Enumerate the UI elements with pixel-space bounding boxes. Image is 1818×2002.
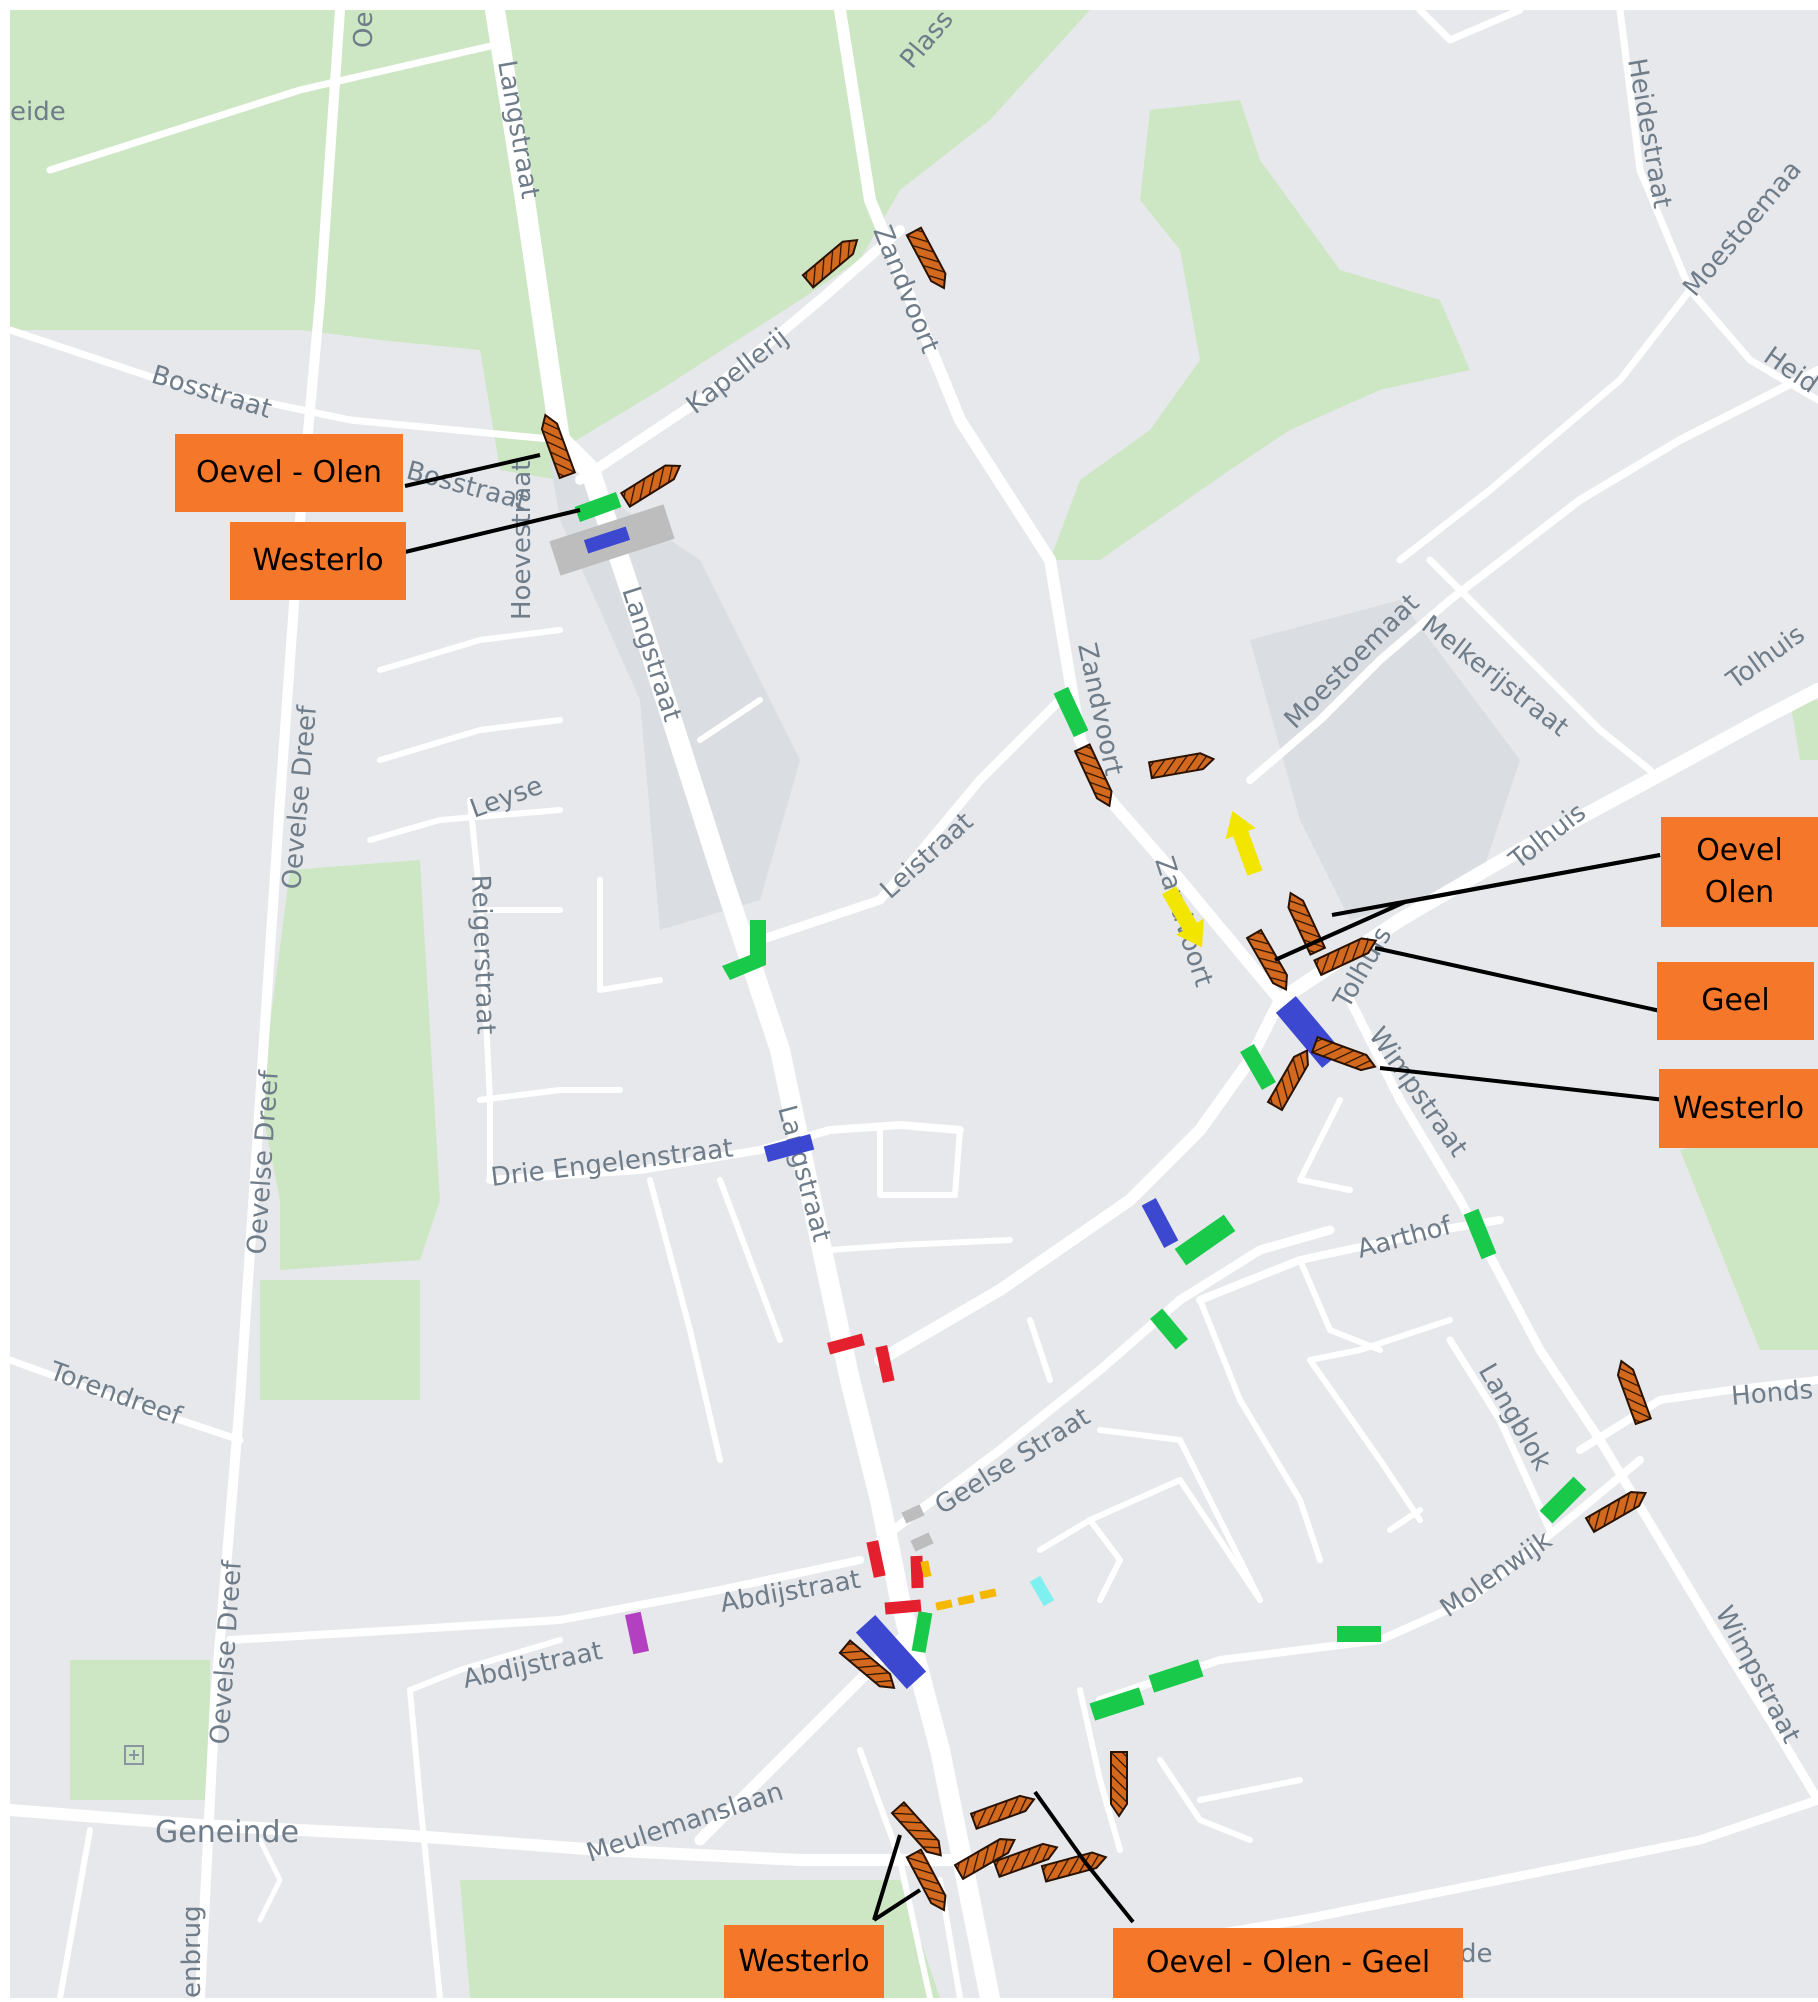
callout-leader-lines bbox=[404, 453, 1666, 1924]
poi-icon bbox=[124, 1745, 144, 1765]
street-label: Oe bbox=[349, 12, 379, 48]
callout-westerlo-s: Westerlo bbox=[724, 1925, 884, 1998]
callout-label: Oevel - Olen - Geel bbox=[1145, 1945, 1431, 1980]
blue-marker bbox=[583, 526, 631, 554]
red-markers bbox=[827, 1333, 924, 1615]
street-label: Hoevestraat bbox=[507, 461, 537, 620]
callout-label: Olen bbox=[1704, 875, 1775, 910]
street-label: de bbox=[1460, 1939, 1493, 1969]
street-label: enbrug bbox=[177, 1905, 207, 1998]
callout-label: Westerlo bbox=[738, 1943, 870, 1979]
callout-label: Oevel - Olen bbox=[196, 455, 382, 490]
callout-label: Geel bbox=[1701, 983, 1770, 1018]
yellow-arrow-icons bbox=[1162, 811, 1263, 948]
street-label: Honds bbox=[1730, 1375, 1814, 1412]
urban-blocks bbox=[550, 460, 1520, 930]
callout-label: Oevel bbox=[1696, 833, 1783, 868]
green-areas bbox=[10, 10, 1818, 1998]
street-label: eide bbox=[10, 97, 66, 127]
callout-oevel-olen-nw: Oevel - Olen bbox=[175, 434, 403, 512]
purple-marker bbox=[625, 1611, 649, 1655]
callout-label: Westerlo bbox=[1672, 1090, 1805, 1126]
callout-geel-e: Geel bbox=[1657, 962, 1814, 1040]
callout-oevel-olen-e: Oevel Olen bbox=[1661, 817, 1818, 927]
street-label: Reigerstraat bbox=[465, 874, 501, 1035]
street-label: Geneinde bbox=[155, 1815, 299, 1850]
callout-westerlo-e: Westerlo bbox=[1659, 1069, 1818, 1148]
green-markers bbox=[574, 491, 1587, 1721]
callout-westerlo-nw: Westerlo bbox=[230, 522, 406, 600]
callout-oevel-olen-geel-s: Oevel - Olen - Geel bbox=[1113, 1928, 1463, 1998]
cyan-marker bbox=[1029, 1575, 1055, 1607]
dashed-yellow-marker bbox=[920, 1560, 997, 1611]
callout-label: Westerlo bbox=[252, 543, 384, 578]
